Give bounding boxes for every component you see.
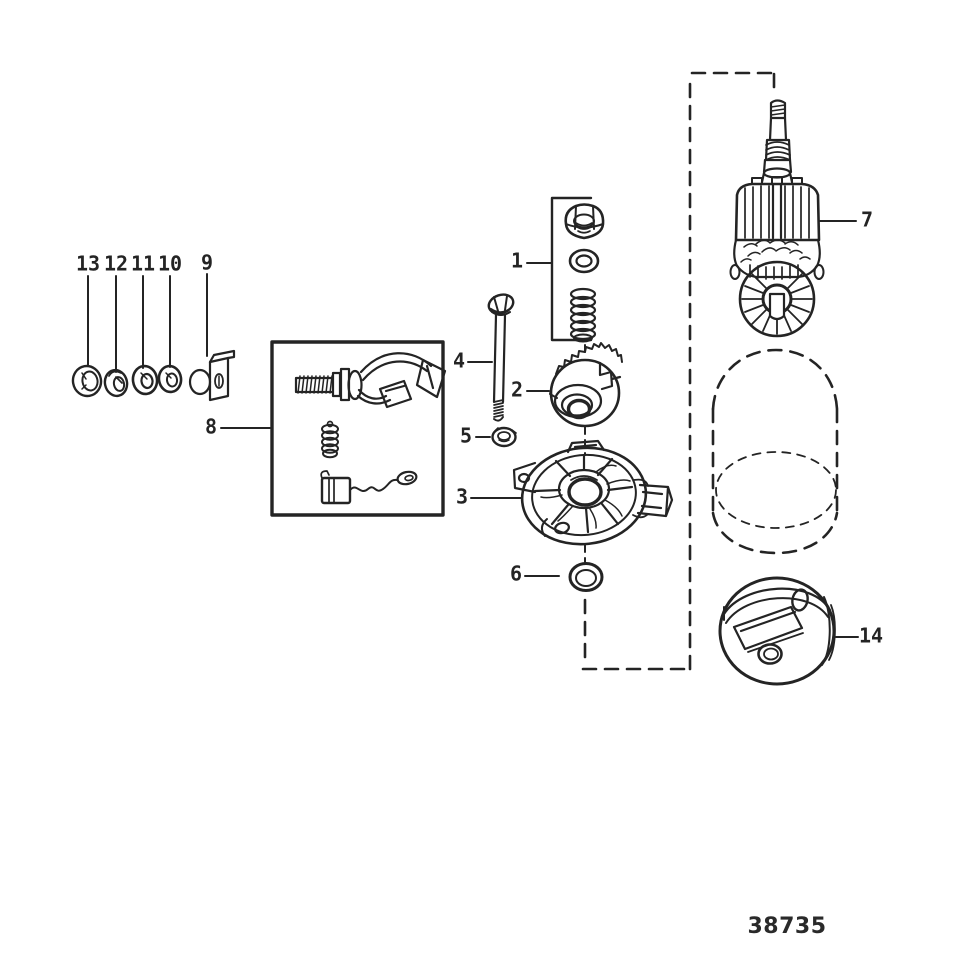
callout-3: 3 [456, 485, 468, 509]
kit-box [270, 340, 445, 517]
brush-with-lead [320, 470, 418, 505]
part-8-brush-kit: 8 [205, 340, 447, 517]
armature-core [734, 182, 821, 242]
callout-1: 1 [511, 249, 523, 273]
callout-4: 4 [453, 349, 465, 373]
callout-2: 2 [511, 378, 523, 402]
shaft-keyway [768, 292, 786, 321]
callout-8: 8 [205, 415, 217, 439]
right-flange [636, 483, 674, 518]
part-4-through-bolt: 4 [453, 293, 515, 422]
part-11-washer: 11 [131, 252, 159, 396]
callout-5: 5 [460, 424, 472, 448]
terminal-stud-assembly [294, 352, 447, 409]
part-12-lockwasher: 12 [103, 252, 129, 398]
callout-12: 12 [104, 252, 128, 276]
part-14-end-cap: 14 [718, 576, 883, 686]
callout-13: 13 [76, 252, 100, 276]
shaft-thread-tip [769, 99, 787, 120]
vanes [540, 464, 631, 529]
callout-6: 6 [510, 562, 522, 586]
callout-9: 9 [201, 251, 213, 275]
part-3-end-housing: 3 [456, 439, 674, 563]
clutch-pawl [598, 361, 622, 391]
part-2-drive-assembly: 2 [511, 342, 623, 456]
frame-phantom-cylinder [711, 348, 839, 555]
part-1-hardware-group: 1 [511, 196, 605, 343]
drawing-number: 38735 [747, 914, 826, 939]
flat-washer [568, 248, 600, 274]
part-13-locknut: 13 [71, 252, 103, 398]
callout-11: 11 [131, 252, 155, 276]
left-ear [512, 461, 537, 494]
brush-spring [321, 420, 339, 459]
brush-lower [378, 379, 413, 409]
part-5-nut: 5 [460, 424, 517, 448]
cap-center-hole [757, 643, 783, 665]
windings [733, 238, 821, 279]
commutator-risers [749, 264, 799, 280]
top-lug [566, 439, 606, 454]
callout-14: 14 [859, 624, 883, 648]
cap-recess [732, 605, 804, 651]
part-10-lockwasher: 10 [157, 252, 183, 394]
cap-oval-hole [791, 588, 809, 612]
bracket-line-1 [550, 196, 593, 342]
brush-right [415, 358, 447, 399]
callout-7: 7 [861, 208, 873, 232]
part-6-thrust-washer: 6 [510, 562, 604, 592]
part-7-armature: 7 [729, 99, 873, 338]
callout-10: 10 [158, 252, 182, 276]
lock-nut [564, 203, 605, 240]
commutator [738, 260, 816, 338]
coil-spring [569, 287, 597, 343]
part-9-clip-bracket: 9 [188, 251, 236, 402]
clutch-teeth [555, 342, 623, 375]
assembly-axis-dashed-lines [581, 71, 776, 671]
